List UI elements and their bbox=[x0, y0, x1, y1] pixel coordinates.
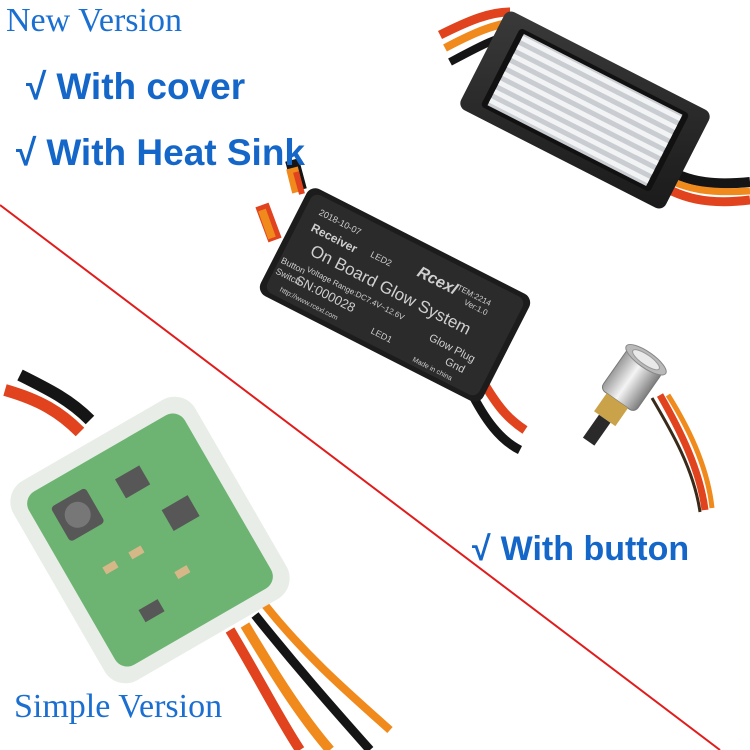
checkmark-icon: √ bbox=[26, 66, 47, 107]
simple-pcb-module bbox=[3, 369, 393, 750]
with-heat-sink-label: √With Heat Sink bbox=[16, 132, 305, 174]
with-button-text: With button bbox=[500, 530, 690, 568]
simple-version-label: Simple Version bbox=[14, 688, 223, 725]
with-cover-label: √With cover bbox=[26, 66, 245, 108]
checkmark-icon: √ bbox=[472, 530, 491, 568]
with-cover-text: With cover bbox=[56, 66, 246, 107]
checkmark-icon: √ bbox=[16, 132, 37, 173]
new-version-label: New Version bbox=[6, 2, 182, 39]
push-button-part bbox=[582, 343, 715, 513]
divider-line bbox=[0, 204, 721, 750]
glow-system-module bbox=[255, 158, 531, 455]
with-heat-sink-text: With Heat Sink bbox=[46, 132, 306, 173]
heat-sink-module bbox=[437, 7, 750, 209]
with-button-label: √With button bbox=[472, 530, 689, 569]
